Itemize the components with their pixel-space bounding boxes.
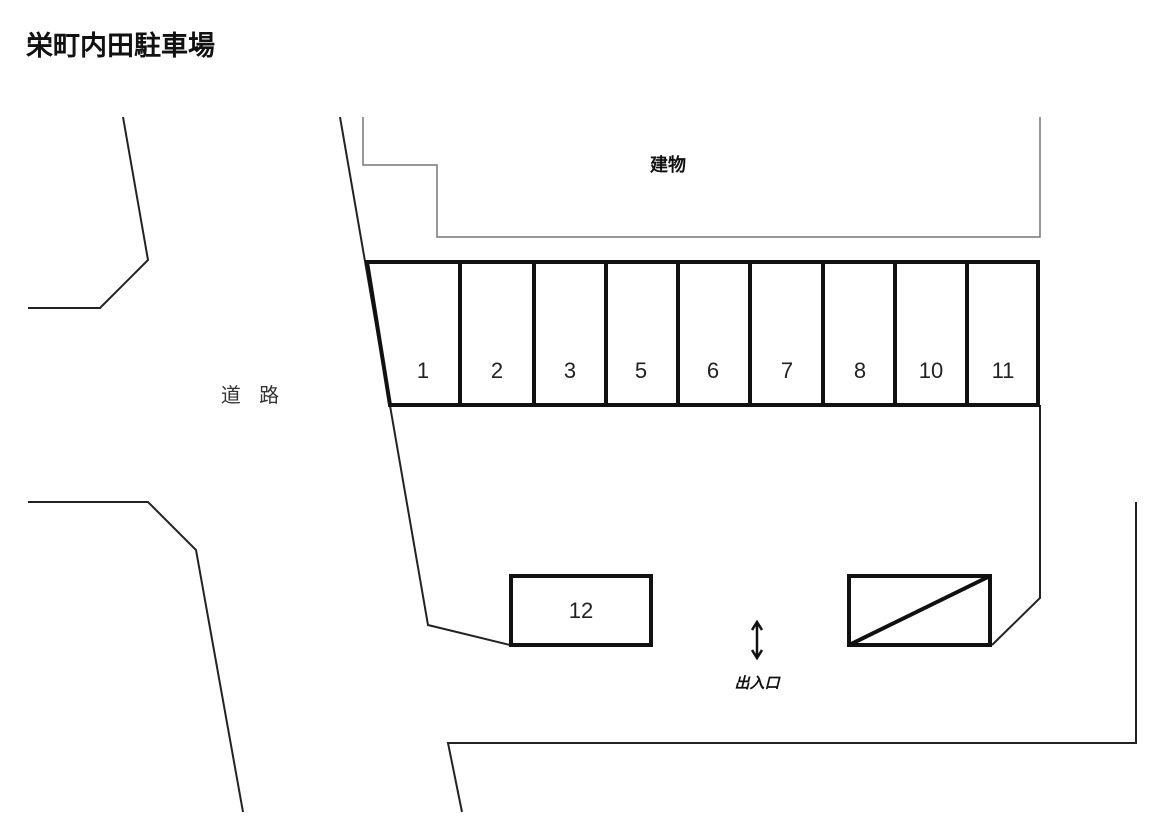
entrance-arrow-icon: [750, 619, 764, 661]
parking-space-11: 11: [992, 358, 1015, 383]
parking-space-3: 3: [564, 358, 576, 383]
lot-right-boundary: [991, 405, 1041, 646]
parking-space-1: 1: [417, 358, 429, 383]
page-title: 栄町内田駐車場: [26, 31, 215, 62]
entrance-label: 出入口: [734, 674, 781, 692]
unavailable-space: [847, 574, 992, 647]
road-edge-lower-right: [446, 502, 1137, 813]
parking-space-5: 5: [635, 358, 647, 383]
building-label: 建物: [650, 154, 686, 176]
road-edge-lower-left: [28, 501, 244, 813]
parking-space-8: 8: [854, 358, 866, 383]
parking-space-2: 2: [491, 358, 503, 383]
building-outline: [362, 117, 1041, 238]
parking-space-7: 7: [781, 358, 793, 383]
parking-space-10: 10: [919, 358, 943, 383]
parking-space-6: 6: [707, 358, 719, 383]
road-edge-upper-left: [28, 116, 150, 309]
parking-space-12: 12: [509, 574, 653, 647]
space-number: 12: [569, 598, 593, 623]
road-label: 道 路: [221, 383, 285, 407]
parking-row: 1 2 3 5 6 7 8 10 11: [364, 260, 1040, 407]
